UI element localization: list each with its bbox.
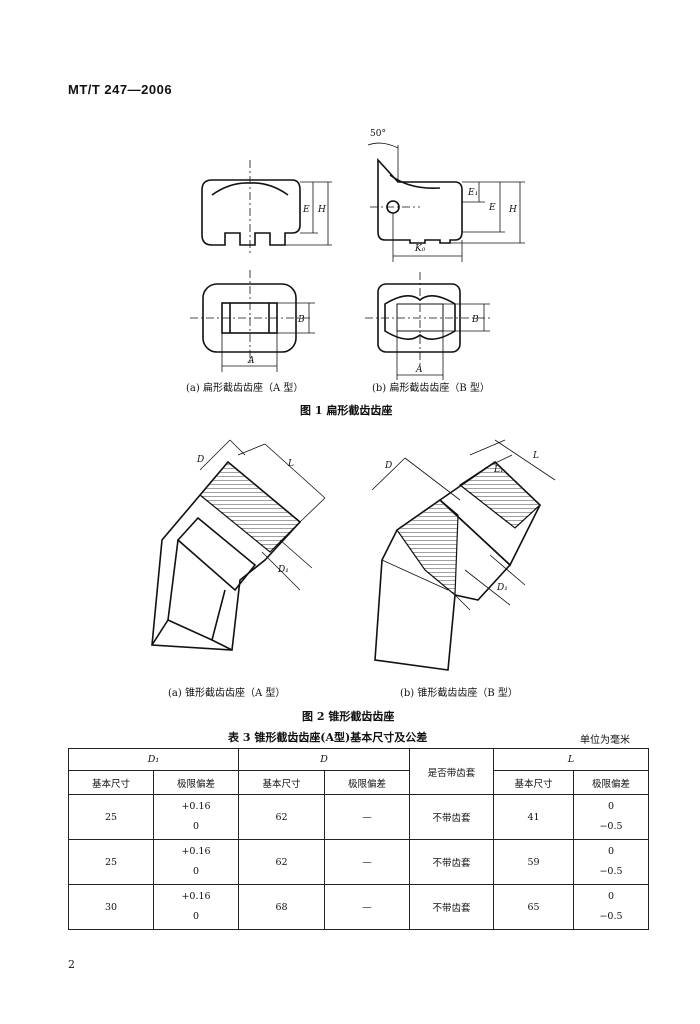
cell-l-tol: 0−0.5 xyxy=(573,884,649,930)
cell-d: 68 xyxy=(238,884,325,930)
header-l-basic: 基本尺寸 xyxy=(493,770,574,795)
fig2a-caption: (a) 锥形截齿齿座（A 型） xyxy=(168,686,285,699)
fig2a-label-L: L xyxy=(287,459,294,469)
fig1b-label-H: H xyxy=(508,205,517,215)
fig2a-body xyxy=(151,460,302,651)
cell-d-tol: — xyxy=(324,884,410,930)
header-l: L xyxy=(493,748,649,771)
header-d: D xyxy=(238,748,410,771)
table3-unit: 单位为毫米 xyxy=(580,735,630,746)
page-number: 2 xyxy=(68,958,75,971)
cell-d: 62 xyxy=(238,839,325,885)
table3-header-row-1: D₁ D 是否带齿套 L xyxy=(68,748,649,795)
cell-l-tol: 0−0.5 xyxy=(573,794,649,840)
header-has-sleeve: 是否带齿套 xyxy=(409,748,494,795)
cell-l-tol: 0−0.5 xyxy=(573,839,649,885)
header-d1-tol: 极限偏差 xyxy=(153,770,239,795)
cell-sleeve: 不带齿套 xyxy=(409,839,494,885)
header-d-basic: 基本尺寸 xyxy=(238,770,325,795)
cell-d1: 30 xyxy=(68,884,154,930)
cell-l: 59 xyxy=(493,839,574,885)
fig2b-label-D1: D₁ xyxy=(496,583,508,593)
table3-title: 表 3 锥形截齿齿座(A型)基本尺寸及公差 xyxy=(228,731,428,744)
fig2b-label-L: L xyxy=(532,451,539,461)
cell-d1: 25 xyxy=(68,839,154,885)
figure2-title: 图 2 锥形截齿齿座 xyxy=(302,709,394,723)
figure-1: E H B A E₁ E H K₀ B A 50° (a) 扁形截齿齿座（A 型… xyxy=(186,129,525,417)
fig2b-label-L1: L₁ xyxy=(493,465,504,475)
fig1a-front-view xyxy=(201,179,301,246)
cell-d: 62 xyxy=(238,794,325,840)
cell-sleeve: 不带齿套 xyxy=(409,794,494,840)
figure-2: D L D₁ D L L₁ D₁ (a) 锥形截齿齿座（A 型） (b) 锥形截… xyxy=(151,439,556,723)
table3-header-row-2: 基本尺寸 极限偏差 基本尺寸 极限偏差 基本尺寸 极限偏差 xyxy=(68,770,649,795)
fig1b-side-view xyxy=(377,157,463,244)
fig1b-label-E: E xyxy=(488,203,496,213)
fig2b-caption: (b) 锥形截齿齿座（B 型） xyxy=(400,686,518,699)
fig1b-label-K0: K₀ xyxy=(414,244,426,254)
fig1a-caption: (a) 扁形截齿齿座（A 型） xyxy=(186,381,303,394)
fig1b-angle-label: 50° xyxy=(370,129,386,139)
cell-sleeve: 不带齿套 xyxy=(409,884,494,930)
fig1b-label-E1: E₁ xyxy=(467,188,478,198)
header-d-tol: 极限偏差 xyxy=(324,770,410,795)
fig1b-label-A: A xyxy=(415,365,423,375)
fig2a-label-D: D xyxy=(196,455,204,465)
cell-d-tol: — xyxy=(324,839,410,885)
header-d1: D₁ xyxy=(68,748,239,771)
fig1a-label-H: H xyxy=(317,205,326,215)
fig1a-label-B: B xyxy=(297,315,305,325)
fig1b-caption: (b) 扁形截齿齿座（B 型） xyxy=(372,381,490,394)
cell-l: 65 xyxy=(493,884,574,930)
table3: D₁ D 是否带齿套 L 基本尺寸 极限偏差 基本尺寸 极限偏差 基本尺寸 极限… xyxy=(68,748,649,930)
standard-number: MT/T 247—2006 xyxy=(68,82,173,97)
fig2b-label-D: D xyxy=(384,461,392,471)
cell-l: 41 xyxy=(493,794,574,840)
fig2a-label-D1: D₁ xyxy=(277,565,289,575)
figure1-title: 图 1 扁形截齿齿座 xyxy=(300,403,392,417)
fig1a-label-E: E xyxy=(302,205,310,215)
header-l-tol: 极限偏差 xyxy=(573,770,649,795)
header-d1-basic: 基本尺寸 xyxy=(68,770,154,795)
fig1b-label-B: B xyxy=(471,315,479,325)
cell-d1: 25 xyxy=(68,794,154,840)
cell-d-tol: — xyxy=(324,794,410,840)
fig1a-label-A: A xyxy=(247,356,255,366)
